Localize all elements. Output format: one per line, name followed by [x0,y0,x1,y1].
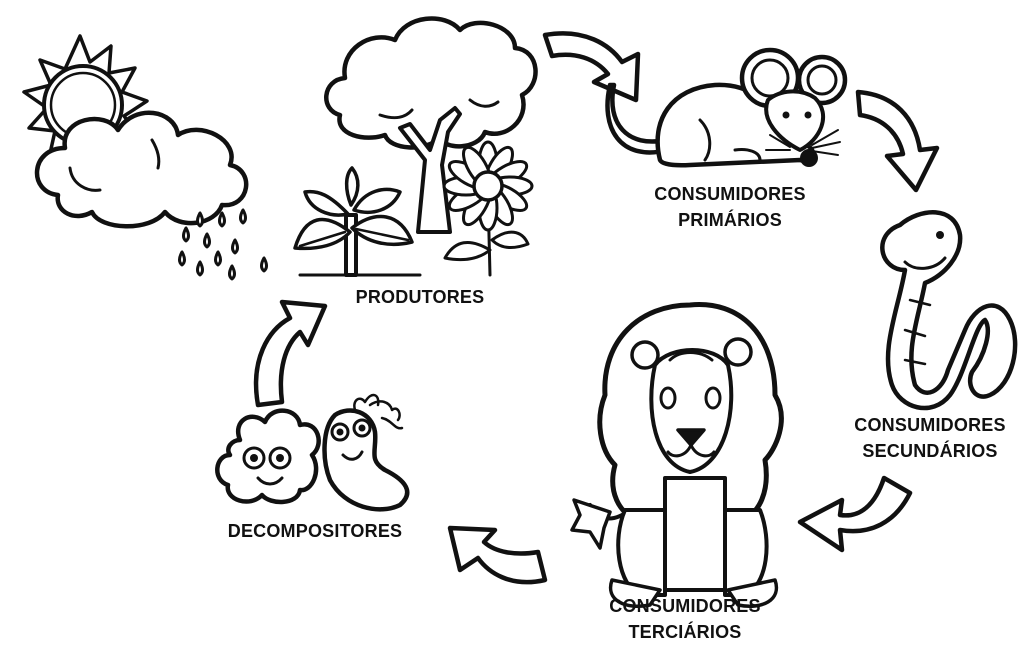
arrow-to-tertiary [797,475,913,553]
arrow-to-producers [253,299,328,408]
decomposer-blob-icon [215,408,321,505]
label-consumidores-primarios: CONSUMIDORES PRIMÁRIOS [654,184,806,230]
plant-icon [293,166,422,277]
label-produtores: PRODUTORES [355,287,485,307]
arrow-to-secondary [855,89,940,193]
decomposer-bacterium-icon [322,393,410,512]
cloud-icon [34,110,249,229]
tree-icon [324,16,538,234]
arrow-to-primary [542,31,641,103]
lion-icon [570,302,784,608]
label-consumidores-terciarios: CONSUMIDORES TERCIÁRIOS [609,596,761,642]
snake-icon [880,210,1018,411]
mouse-icon [605,47,848,168]
rain-icon [178,208,268,281]
label-decompositores: DECOMPOSITORES [227,521,403,541]
label-consumidores-secundarios: CONSUMIDORES SECUNDÁRIOS [854,415,1006,461]
sunflower-icon [442,140,534,277]
arrow-to-decomposers [447,525,548,585]
